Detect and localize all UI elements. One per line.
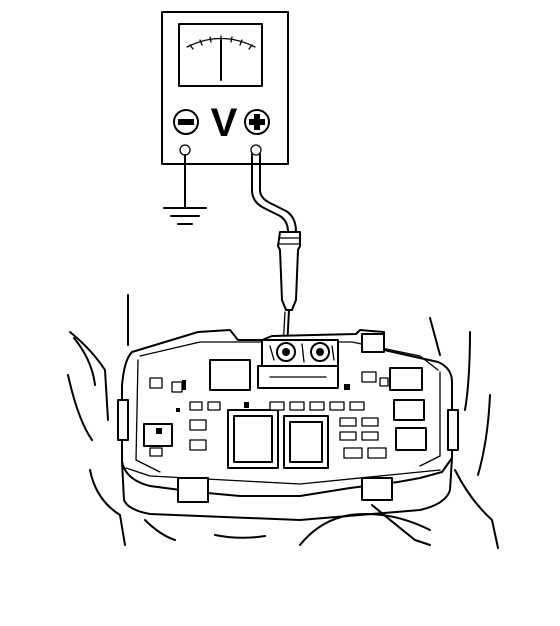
meter-dial-window [178,23,263,87]
mini-fuse-right-group [343,371,389,459]
plus-sign-vertical [254,114,260,130]
probe-wire-outer [251,153,289,233]
ground-symbol-icon [163,207,207,225]
negative-jack [179,144,191,156]
voltmeter: − V + [161,11,289,165]
voltmeter-body [161,11,289,165]
probe-handle [277,231,301,311]
engine-bay-surroundings [67,294,499,549]
probe-wire-inner [259,153,297,233]
mini-fuse-left-group [149,377,221,457]
minus-sign [178,119,194,125]
relay-right-bottom [395,427,427,451]
fuse-box-skirt [121,457,453,521]
volt-symbol-label: V [211,101,238,145]
relay-right-top [389,367,423,391]
relay-right-middle [393,399,425,421]
meter-scale-ticks [189,35,253,50]
test-probe-icon [277,231,301,349]
probe-lead [251,153,297,233]
positive-label: + [257,126,258,128]
housing-tab-left [117,399,129,441]
negative-label: − [186,126,187,128]
ground-lead [163,154,207,225]
relay-left-top [209,359,251,391]
positive-jack [250,144,262,156]
housing-clip-right [361,477,393,501]
housing-tab-right [447,409,459,451]
fuse-relay-box-icon [117,329,459,521]
housing-clip-left [177,477,209,503]
terminal-studs [261,339,339,367]
relay-left-bottom [143,423,173,447]
mini-fuse-row-middle [339,417,379,441]
mini-fuse-row-top [269,401,365,411]
housing-tab-top [361,333,385,353]
